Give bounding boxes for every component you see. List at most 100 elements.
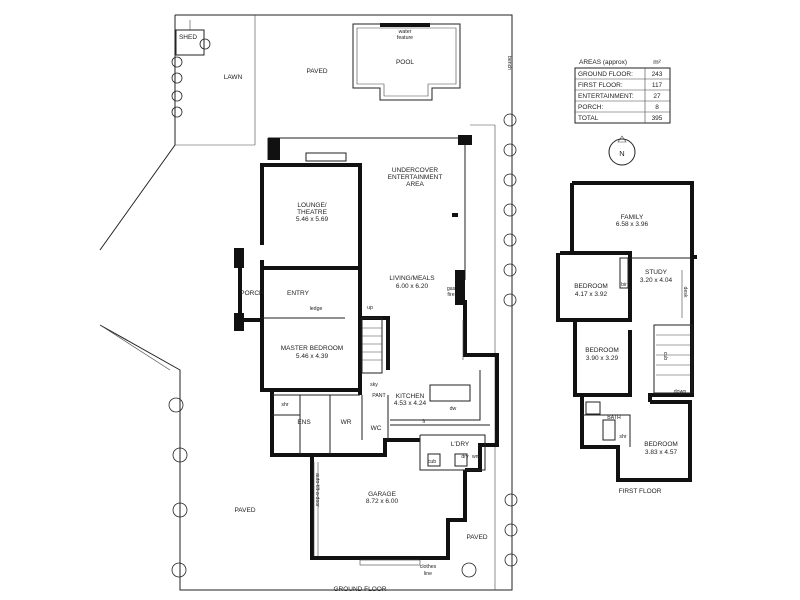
- undercover-label-3: AREA: [406, 181, 424, 188]
- tree-icon: [172, 447, 188, 463]
- fr-label: fr: [422, 419, 425, 425]
- tree-icon: [171, 56, 183, 68]
- gas-fire-label-1: gas: [447, 286, 456, 292]
- garage-name: GARAGE: [368, 491, 396, 498]
- tree-icon: [171, 106, 183, 118]
- tree-icon: [504, 493, 518, 507]
- sky-label: sky: [370, 382, 378, 388]
- study-dims: 3.20 x 4.04: [640, 277, 673, 284]
- areas-table: AREAS (approx) m² GROUND FLOOR: 243 FIRS…: [574, 59, 671, 124]
- auto-door-label: auto-tilt-a-door: [314, 473, 320, 507]
- areas-row-label: PORCH:: [578, 104, 603, 111]
- bench-label: bench: [506, 56, 512, 70]
- areas-unit: m²: [653, 59, 661, 66]
- areas-row-label: GROUND FLOOR:: [578, 71, 633, 78]
- areas-header: AREAS (approx): [579, 59, 627, 66]
- lawn-label: LAWN: [224, 74, 243, 81]
- tree-icon: [504, 523, 518, 537]
- tree-icon: [503, 143, 517, 157]
- bed2-name: BEDROOM: [585, 347, 619, 354]
- tree-icon: [461, 562, 477, 578]
- master-name: MASTER BEDROOM: [281, 345, 343, 352]
- shed-label: SHED: [179, 34, 197, 41]
- wc-label: WC: [371, 425, 382, 432]
- shed: SHED: [175, 20, 205, 56]
- tree-icon: [503, 293, 517, 307]
- clothes-line-label-2: line: [424, 571, 432, 577]
- compass-label: N: [619, 149, 624, 158]
- tree-icon: [171, 72, 183, 84]
- tree-icon: [504, 553, 518, 567]
- undercover-label-2: ENTERTAINMENT: [388, 174, 443, 181]
- areas-row-value: 117: [652, 82, 663, 89]
- site-boundary: [99, 14, 513, 591]
- garage-dims: 8.72 x 6.00: [366, 498, 399, 505]
- tree-icon: [199, 38, 211, 50]
- areas-row-value: 395: [652, 115, 663, 122]
- kitchen-name: KITCHEN: [396, 393, 425, 400]
- wr-label: WR: [341, 419, 352, 426]
- ground-floor-caption: GROUND FLOOR: [333, 586, 386, 593]
- tree-icon: [503, 113, 517, 127]
- areas-row-label: ENTERTAINMENT:: [578, 93, 634, 100]
- bed1-name: BEDROOM: [574, 283, 608, 290]
- undercover-label-1: UNDERCOVER: [392, 167, 439, 174]
- areas-row-label: FIRST FLOOR:: [578, 82, 623, 89]
- master-dims: 5.46 x 4.39: [296, 353, 329, 360]
- paved-top-label: PAVED: [306, 68, 327, 75]
- tree-icon: [171, 562, 187, 578]
- tree-icon: [172, 502, 188, 518]
- first-floor-walls: [556, 181, 697, 482]
- entry-label: ENTRY: [287, 290, 310, 297]
- shr-label: shr: [281, 402, 288, 408]
- tree-icons: [168, 38, 518, 578]
- porch-label: PORCH: [240, 290, 264, 297]
- tree-icon: [171, 90, 183, 102]
- pant-label: PANT: [372, 393, 386, 399]
- clothes-line-label-1: clothes: [420, 564, 437, 570]
- down-label: down: [674, 389, 687, 395]
- areas-row-label: TOTAL: [578, 115, 599, 122]
- pool: POOL water feature: [352, 23, 461, 101]
- tree-icon: [503, 173, 517, 187]
- areas-row-value: 243: [652, 71, 663, 78]
- gas-fire-label-2: fire: [447, 292, 454, 298]
- cub-label: cub: [428, 459, 436, 465]
- dry-label: dry: [461, 454, 469, 460]
- tree-icon: [503, 203, 517, 217]
- living-name: LIVING/MEALS: [389, 275, 435, 282]
- living-dims: 6.00 x 6.20: [396, 283, 429, 290]
- lounge-name-1: LOUNGE/: [297, 202, 326, 209]
- bed3-dims: 3.83 x 4.57: [645, 449, 678, 456]
- up-label: up: [367, 305, 373, 311]
- paved-left-label: PAVED: [234, 507, 255, 514]
- areas-row-value: 27: [653, 93, 661, 100]
- bed3-name: BEDROOM: [644, 441, 678, 448]
- kitchen-dims: 4.53 x 4.24: [394, 400, 427, 407]
- bed2-dims: 3.90 x 3.29: [586, 355, 619, 362]
- shr-label-first: shr: [619, 434, 626, 440]
- tree-icon: [503, 233, 517, 247]
- ground-floor-walls: [234, 135, 499, 560]
- areas-row-value: 8: [655, 104, 659, 111]
- ldry-label: L'DRY: [451, 441, 470, 448]
- paved-right-label: PAVED: [466, 534, 487, 541]
- ledge-label: ledge: [310, 306, 323, 312]
- desk-label: desk: [682, 287, 688, 298]
- family-name: FAMILY: [621, 214, 644, 221]
- bath-label: BATH: [607, 415, 621, 421]
- lounge-dims: 5.46 x 5.69: [296, 216, 329, 223]
- wm-label: wm: [472, 454, 480, 460]
- lounge-name-2: THEATRE: [297, 209, 328, 216]
- tree-icon: [503, 263, 517, 277]
- bir-label: bir: [621, 282, 627, 288]
- ens-label: ENS: [297, 419, 311, 426]
- water-feature-label-1: water: [399, 29, 412, 35]
- north-compass-icon: N: [608, 135, 636, 166]
- dw-label: dw: [450, 406, 457, 412]
- pool-label: POOL: [396, 59, 414, 66]
- water-feature-label-2: feature: [397, 35, 413, 41]
- family-dims: 6.58 x 3.96: [616, 221, 649, 228]
- study-name: STUDY: [645, 269, 668, 276]
